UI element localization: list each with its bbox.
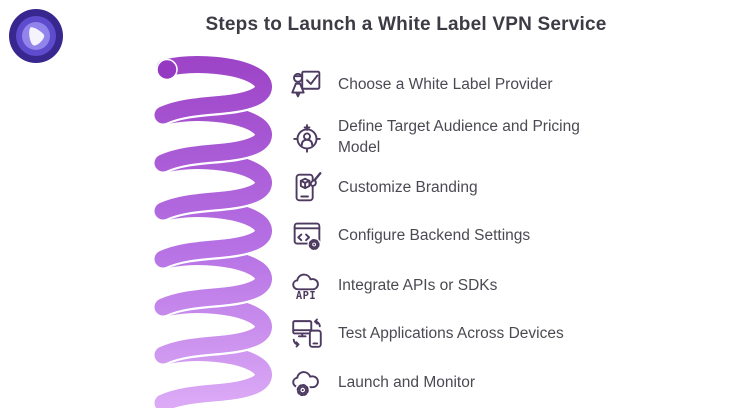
step-row-2: Define Target Audience and Pricing Model <box>288 113 610 161</box>
step-label: Choose a White Label Provider <box>338 75 553 93</box>
step-label: Define Target Audience and Pricing Model <box>338 118 580 156</box>
step-row-6: Test Applications Across Devices <box>288 309 564 357</box>
step-row-5: API Integrate APIs or SDKs <box>288 261 497 309</box>
devices-sync-icon <box>288 314 326 352</box>
api-cloud-icon: API <box>288 266 326 304</box>
backend-code-gear-icon <box>288 216 326 254</box>
page-title: Steps to Launch a White Label VPN Servic… <box>205 14 607 35</box>
step-row-3: Customize Branding <box>288 163 478 211</box>
cloud-gear-icon <box>288 363 326 401</box>
step-row-4: Configure Backend Settings <box>288 211 530 259</box>
step-label: Launch and Monitor <box>338 373 476 391</box>
brand-logo-icon <box>9 9 63 63</box>
svg-text:API: API <box>296 290 316 302</box>
step-label: Test Applications Across Devices <box>338 324 564 342</box>
step-row-7: Launch and Monitor <box>288 358 475 406</box>
step-label: Configure Backend Settings <box>338 226 531 244</box>
target-audience-icon <box>288 118 326 156</box>
step-label: Customize Branding <box>338 178 478 196</box>
brand-logo <box>8 8 64 64</box>
step-row-1: Choose a White Label Provider <box>288 60 553 108</box>
person-check-icon <box>288 65 326 103</box>
branding-phone-brush-icon <box>288 168 326 206</box>
step-label: Integrate APIs or SDKs <box>338 276 498 294</box>
spiral-coil-graphic <box>147 52 281 408</box>
